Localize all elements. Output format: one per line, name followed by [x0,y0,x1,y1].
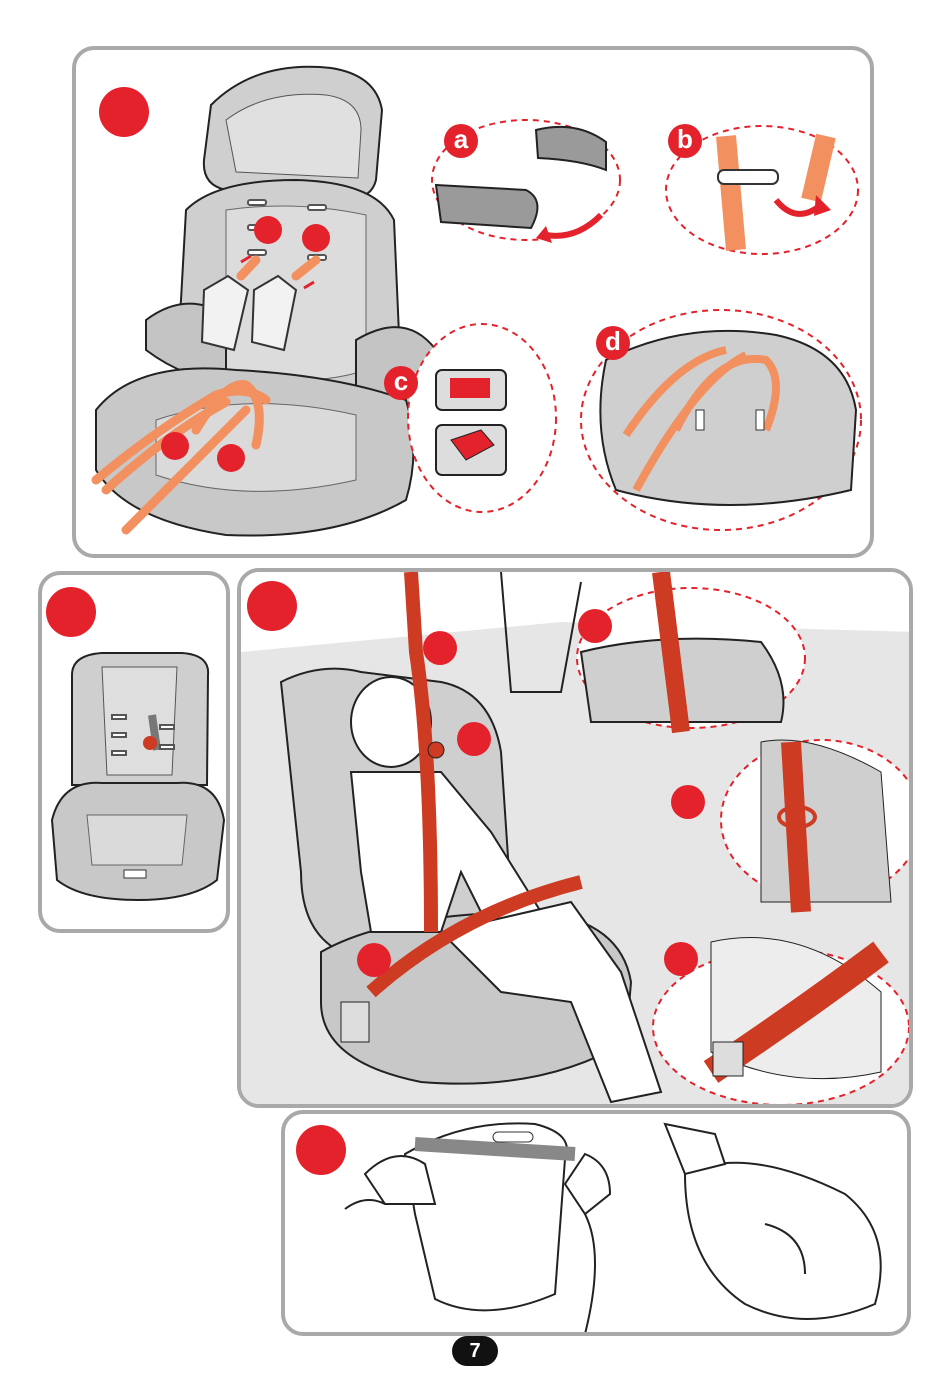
detail-c-circle [408,324,556,512]
panel-harness-removal: a b c d [72,46,874,558]
marker-dot-1 [423,631,457,665]
step-dot [46,587,96,637]
step-dot [247,581,297,631]
step-dot [296,1125,346,1175]
detail-c-badge: c [384,366,418,400]
harness-removal-illustration [76,50,874,558]
marker-dot-4 [578,609,612,643]
child-in-car-illustration [241,572,913,1108]
panel-remove-backrest [281,1110,911,1336]
marker-dot-6 [664,942,698,976]
panel-booster-seat [38,571,230,933]
detail-d-badge: d [596,326,630,360]
booster-seat-illustration [42,575,230,933]
panel-child-in-car [237,568,913,1108]
detail-a-badge: a [444,124,478,158]
remove-backrest-illustration [285,1114,911,1336]
marker-dot-3 [357,943,391,977]
right-hand [565,1154,610,1214]
marker-dot-2 [457,722,491,756]
detail-b-badge: b [668,124,702,158]
left-hand [365,1156,435,1204]
booster-base-view [685,1163,881,1319]
step-dot [99,87,149,137]
marker-dot-5 [671,785,705,819]
page-number: 7 [452,1336,498,1366]
